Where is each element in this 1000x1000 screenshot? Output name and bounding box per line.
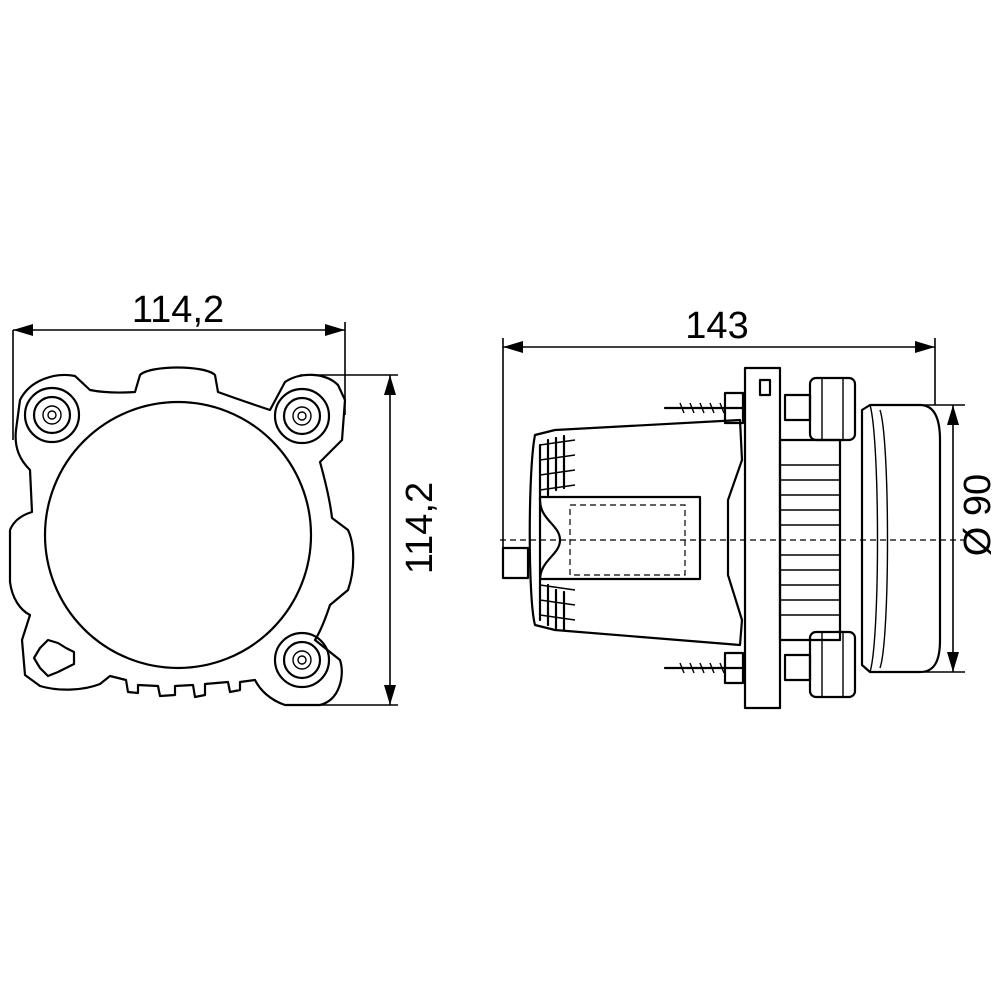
- rear-housing: [528, 418, 744, 647]
- rear-housing-label-area: [569, 504, 686, 576]
- diameter-label: Ø 90: [957, 474, 999, 556]
- width-label: 114,2: [132, 289, 224, 331]
- lower-adjuster: [783, 630, 857, 699]
- side-view: 143 Ø 90: [500, 305, 999, 710]
- front-lens-bezel: [860, 403, 942, 674]
- upper-stud: [663, 391, 747, 425]
- screw-top-right: [273, 387, 331, 445]
- heatsink-ribs: [780, 464, 840, 616]
- length-label: 143: [685, 305, 748, 347]
- front-view: 114,2 114,2: [8, 289, 441, 707]
- lower-stud: [663, 651, 747, 685]
- screw-top-left: [23, 386, 81, 444]
- mounting-flange: [743, 366, 782, 710]
- length-dimension: [502, 338, 936, 560]
- height-dimension: [300, 374, 398, 706]
- rear-housing-panel: [538, 495, 702, 581]
- front-lens: [43, 400, 313, 670]
- rear-connector: [501, 546, 530, 580]
- upper-adjuster: [783, 376, 857, 442]
- diameter-dimension: [920, 404, 965, 673]
- front-housing-outline: [8, 366, 355, 707]
- keyhole-slot: [32, 638, 76, 678]
- screw-bottom-right: [273, 631, 331, 689]
- rear-fins: [538, 434, 576, 632]
- height-label: 114,2: [399, 482, 441, 574]
- width-dimension: [12, 322, 346, 440]
